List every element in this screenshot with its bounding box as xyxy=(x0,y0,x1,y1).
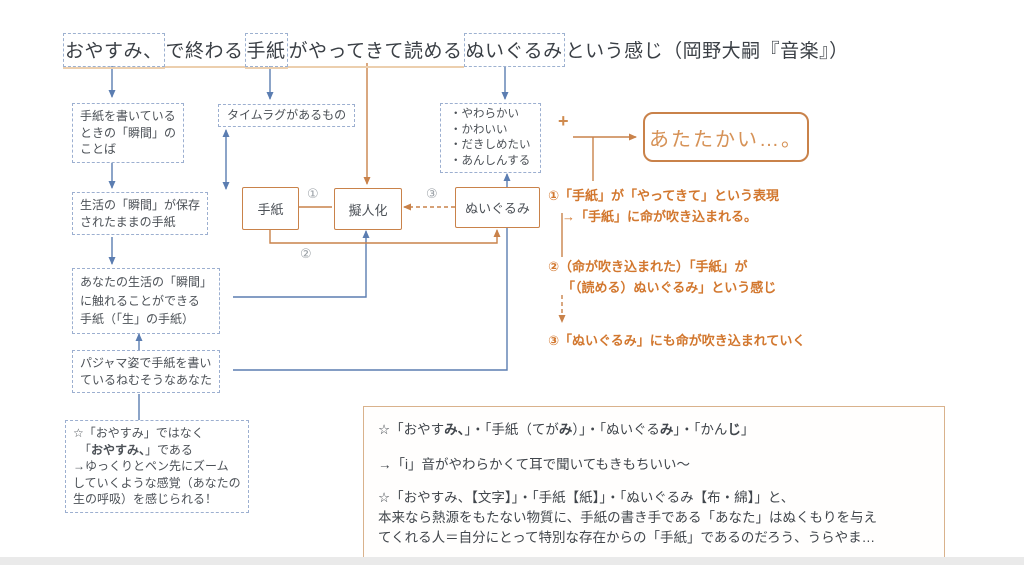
note-writing-moment: 手紙を書いているときの「瞬間」のことば xyxy=(72,103,185,163)
note-living-letter: あなたの生活の「瞬間」に触れることができる手紙（「生」の手紙） xyxy=(72,268,221,334)
note-star-oyasumi: ☆「おやすみ」ではなく 「おやすみ、」である→ゆっくりとペン先にズームしていくよ… xyxy=(65,420,249,513)
arrow-living-to-personification xyxy=(233,230,370,298)
notes-paragraph-warmth: ☆「おやすみ、【文字】」・「手紙【紙】」・「ぬいぐるみ【布・綿】」と、本来なら熱… xyxy=(378,490,877,545)
photo-bottom-edge xyxy=(0,557,1024,565)
flow-box-personification: 擬人化 xyxy=(334,188,402,230)
annotation-step2: ②（命が吹き込まれた）「手紙」が「（読める）ぬいぐるみ」という感じ xyxy=(548,259,777,295)
note-time-lag-label: タイムラグがあるもの xyxy=(227,108,347,122)
arrow-letter-to-plush-loop xyxy=(269,228,501,244)
step-label-3: ③ xyxy=(426,186,438,201)
flow-box-personification-label: 擬人化 xyxy=(348,202,388,218)
page-title: おやすみ、で終わる手紙がやってきて読めるぬいぐるみという感じ（岡野大嗣『音楽』） xyxy=(63,33,850,67)
plus-sign: + xyxy=(558,111,569,131)
step-label-1: ① xyxy=(307,186,319,201)
warm-result-label: あたたかい…。 xyxy=(649,128,803,151)
note-preserved-moment: 生活の「瞬間」が保存されたままの手紙 xyxy=(72,192,209,235)
arrow-pajama-to-qualities xyxy=(233,173,511,371)
warm-result-box: あたたかい…。 xyxy=(643,112,809,162)
flow-box-plush: ぬいぐるみ xyxy=(455,187,540,228)
note-plush-qualities: ・やわらかい・かわいい・だきしめたい・あんしんする xyxy=(440,103,541,173)
annotation-step3: ③「ぬいぐるみ」にも命が吹き込まれていく xyxy=(548,333,806,348)
flow-box-letter-label: 手紙 xyxy=(257,202,284,217)
note-pajama: パジャマ姿で手紙を書いているねむそうなあなた xyxy=(72,350,221,393)
notes-box: ☆「おやすみ、」・「手紙（てがみ）」・「ぬいぐるみ」・「かんじ」 →「i」音がや… xyxy=(363,406,945,559)
notes-line-i-sound: →「i」音がやわらかくて耳で聞いてもきもちいい～ xyxy=(378,457,691,472)
step-label-2: ② xyxy=(300,246,312,261)
annotation-step1: ①「手紙」が「やってきて」という表現→「手紙」に命が吹き込まれる。 xyxy=(548,188,779,224)
note-time-lag: タイムラグがあるもの xyxy=(218,104,356,127)
flow-box-plush-label: ぬいぐるみ xyxy=(465,201,530,216)
notes-line-mi-sounds: ☆「おやすみ、」・「手紙（てがみ）」・「ぬいぐるみ」・「かんじ」 xyxy=(378,422,755,437)
flow-box-letter: 手紙 xyxy=(242,187,299,230)
